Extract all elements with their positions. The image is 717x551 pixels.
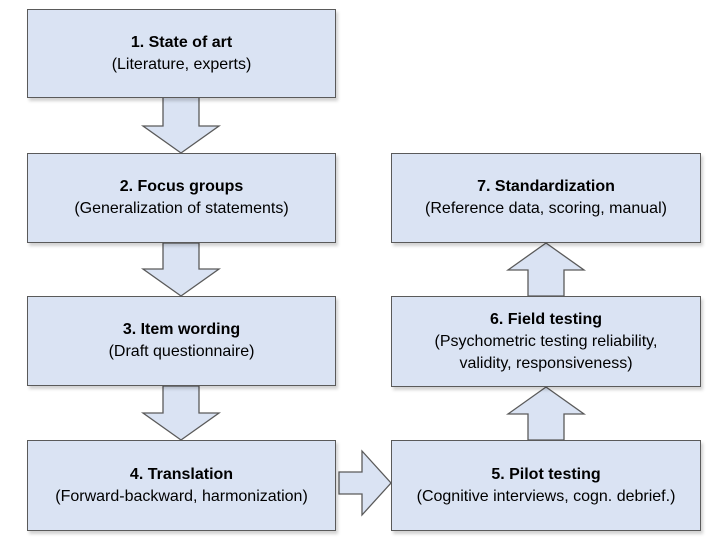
step-2-box: 2. Focus groups (Generalization of state… <box>27 153 336 243</box>
step-2-number: 2. <box>119 178 134 195</box>
step-2-title: 2. Focus groups <box>120 176 244 198</box>
arrow-up-6-7 <box>505 242 587 297</box>
step-1-box: 1. State of art (Literature, experts) <box>27 9 336 98</box>
step-2-title-text: Focus groups <box>137 178 244 195</box>
step-6-title-text: Field testing <box>507 310 603 328</box>
step-5-subtitle: (Cognitive interviews, cogn. debrief.) <box>416 487 676 505</box>
step-3-number: 3. <box>122 321 137 338</box>
arrow-up-5-6 <box>505 386 587 441</box>
step-1-number: 1. <box>130 33 145 51</box>
step-2-subtitle: (Generalization of statements) <box>74 200 289 217</box>
arrow-right-4-5 <box>338 449 392 517</box>
step-4-box: 4. Translation (Forward-backward, harmon… <box>27 440 336 531</box>
step-7-box: 7. Standardization (Reference data, scor… <box>391 153 701 243</box>
step-1-title: 1. State of art <box>131 32 232 54</box>
step-7-title: 7. Standardization <box>477 176 615 198</box>
step-6-title: 6. Field testing <box>490 309 602 331</box>
step-4-title-text: Translation <box>147 465 234 483</box>
step-4-number: 4. <box>129 465 144 483</box>
step-6-number: 6. <box>489 310 504 328</box>
step-7-title-text: Standardization <box>494 178 615 195</box>
step-3-subtitle: (Draft questionnaire) <box>108 343 255 360</box>
step-5-title-text: Pilot testing <box>509 465 601 483</box>
step-5-title: 5. Pilot testing <box>491 464 600 486</box>
step-7-subtitle: (Reference data, scoring, manual) <box>425 200 667 217</box>
step-1-title-text: State of art <box>148 33 233 51</box>
step-3-title-text: Item wording <box>140 321 241 338</box>
step-3-box: 3. Item wording (Draft questionnaire) <box>27 296 336 386</box>
step-5-number: 5. <box>491 465 505 483</box>
step-4-title: 4. Translation <box>130 464 233 486</box>
step-6-subtitle-line-2: validity, responsiveness) <box>459 354 633 372</box>
arrow-down-2-3 <box>140 242 222 297</box>
arrow-down-1-2 <box>140 96 222 154</box>
arrow-down-3-4 <box>140 385 222 441</box>
step-4-subtitle: (Forward-backward, harmonization) <box>55 487 308 505</box>
step-7-number: 7. <box>477 178 491 195</box>
step-1-subtitle: (Literature, experts) <box>111 55 252 73</box>
step-6-box: 6. Field testing (Psychometric testing r… <box>391 296 701 387</box>
step-3-title: 3. Item wording <box>123 319 240 341</box>
step-5-box: 5. Pilot testing (Cognitive interviews, … <box>391 440 701 531</box>
step-6-subtitle: (Psychometric testing reliability, <box>434 332 658 350</box>
